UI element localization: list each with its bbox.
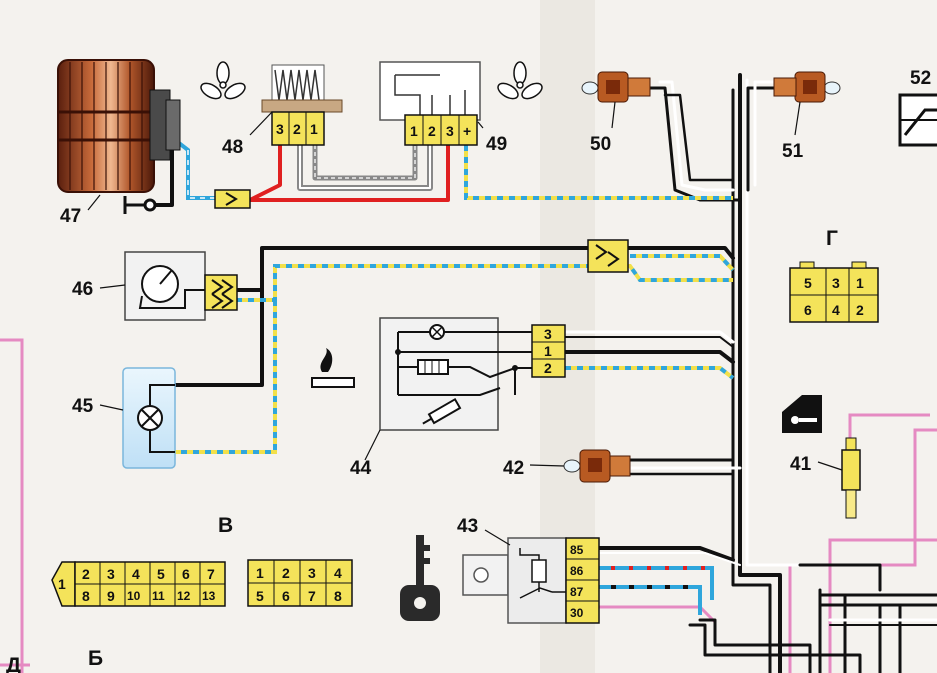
pin-48-2: 2 (293, 121, 301, 137)
pin-49-2: 2 (428, 123, 436, 139)
pin-v-2: 2 (282, 565, 290, 581)
pin-b-13: 13 (202, 589, 216, 603)
main-harness (154, 73, 937, 673)
connector-48 (271, 111, 325, 146)
pin-g-6: 6 (804, 302, 812, 318)
pin-g-1: 1 (856, 275, 864, 291)
red-wires (249, 145, 450, 202)
inline-connector-top (587, 239, 629, 273)
letter-d: Д (6, 654, 21, 673)
connector-46 (204, 274, 238, 311)
label-45: 45 (72, 396, 94, 417)
heater-tap-46 (124, 251, 238, 321)
connector-44 (531, 324, 566, 378)
pin-b-10: 10 (127, 589, 141, 603)
door-key-icon (782, 395, 822, 433)
pin-43-87: 87 (570, 585, 584, 599)
label-50: 50 (590, 134, 611, 155)
pin-44-3: 3 (544, 326, 552, 342)
connector-chevron (595, 244, 608, 260)
leader-lines (87, 101, 843, 546)
letter-g: Г (826, 227, 838, 250)
pin-b-4: 4 (132, 566, 140, 582)
connector-chevron (607, 251, 620, 267)
pin-g-5: 5 (804, 275, 812, 291)
pin-b-1: 1 (58, 576, 66, 592)
pin-b-9: 9 (107, 588, 115, 604)
letter-v: В (218, 514, 233, 537)
connector-chevron (225, 192, 238, 206)
bulb-socket-42 (563, 449, 631, 483)
letter-b: Б (88, 647, 103, 670)
pin-b-3: 3 (107, 566, 115, 582)
label-46: 46 (72, 279, 93, 300)
ignition-key-icon (400, 535, 440, 621)
label-52: 52 (910, 68, 931, 89)
relay-43: 85 86 87 30 (462, 537, 600, 624)
lighter-assembly-44: 3 1 2 (379, 317, 566, 431)
pin-v-3: 3 (308, 565, 316, 581)
label-51: 51 (782, 141, 804, 162)
label-47: 47 (60, 206, 81, 227)
label-48: 48 (222, 137, 243, 158)
pin-b-8: 8 (82, 588, 90, 604)
inline-connector-47 (214, 189, 251, 209)
pin-43-30: 30 (570, 606, 584, 620)
pin-v-6: 6 (282, 588, 290, 604)
pin-b-2: 2 (82, 566, 90, 582)
pin-b-11: 11 (152, 589, 165, 603)
pin-48-3: 3 (276, 121, 284, 137)
bulb-socket-51 (773, 71, 841, 103)
pin-b-6: 6 (182, 566, 190, 582)
ground-symbol (123, 196, 157, 214)
pin-44-2: 2 (544, 360, 552, 376)
sensor-41 (841, 437, 861, 519)
pin-g-4: 4 (832, 302, 840, 318)
connector-v: 1 2 3 4 5 6 7 8 (247, 559, 353, 607)
pin-49-1: 1 (410, 123, 418, 139)
pin-48-1: 1 (310, 121, 318, 137)
label-43: 43 (457, 516, 478, 537)
fan-icon-48 (200, 61, 246, 100)
label-44: 44 (350, 458, 372, 479)
pin-44-1: 1 (544, 343, 552, 359)
pin-b-12: 12 (177, 589, 191, 603)
pin-v-7: 7 (308, 588, 316, 604)
connector-b: 1 2 3 4 5 6 7 8 9 10 11 12 13 (51, 561, 226, 607)
switch-52 (898, 93, 937, 147)
bulb-socket-50 (581, 71, 651, 103)
blower-motor (57, 59, 181, 193)
pin-g-2: 2 (856, 302, 864, 318)
label-49: 49 (486, 134, 507, 155)
pin-v-8: 8 (334, 588, 342, 604)
heater-switch: 1 2 3 + (379, 61, 481, 146)
pin-b-7: 7 (207, 566, 215, 582)
blue-yellow-wires (173, 138, 735, 615)
pin-49-3: 3 (446, 123, 454, 139)
pin-43-85: 85 (570, 543, 584, 557)
connector-g: 5 3 1 6 4 2 (789, 261, 879, 323)
label-42: 42 (503, 458, 524, 479)
pin-v-5: 5 (256, 588, 264, 604)
pin-43-86: 86 (570, 564, 584, 578)
heater-resistor: 3 2 1 (261, 64, 343, 146)
pin-b-5: 5 (157, 566, 165, 582)
fan-icon-49 (497, 61, 543, 100)
pin-v-1: 1 (256, 565, 264, 581)
cigarette-lighter-icon (311, 348, 355, 388)
pin-v-4: 4 (334, 565, 342, 581)
label-41: 41 (790, 454, 812, 475)
lamp-45 (122, 367, 176, 469)
pin-g-3: 3 (832, 275, 840, 291)
pin-49-plus: + (463, 123, 471, 139)
